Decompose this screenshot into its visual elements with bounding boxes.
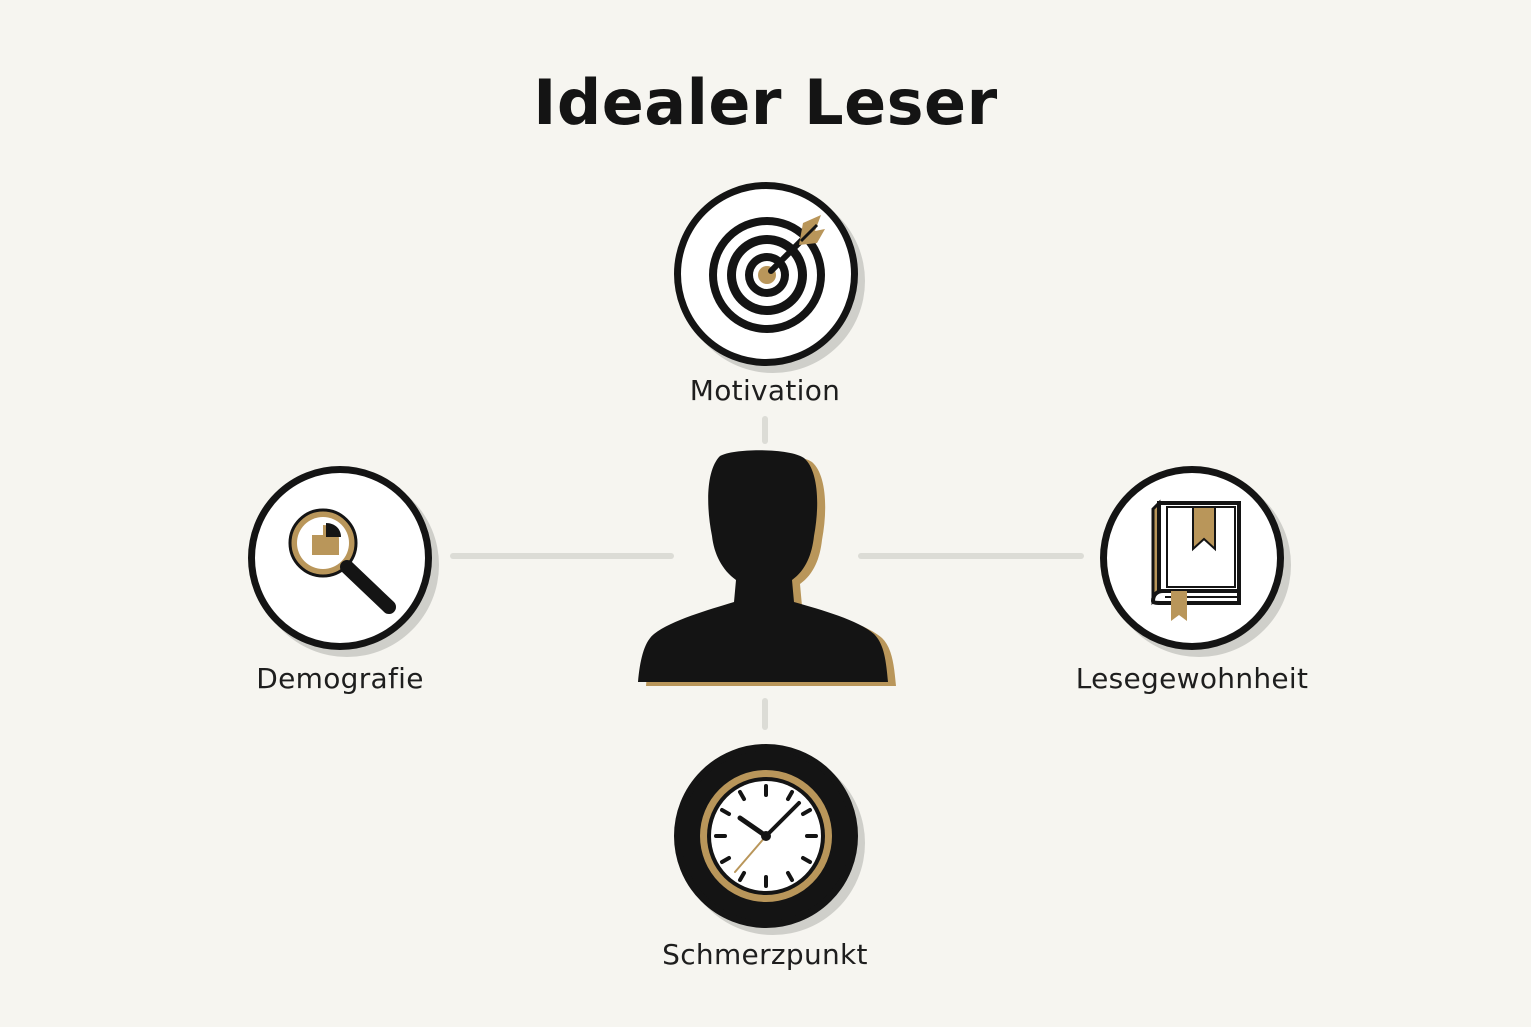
connector-bottom <box>762 698 768 730</box>
motivation-circle <box>674 182 858 366</box>
target-arrow-icon <box>709 215 825 333</box>
lesegewohnheit-label: Lesegewohnheit <box>1075 662 1309 695</box>
connector-right <box>858 553 1084 559</box>
motivation-label: Motivation <box>689 374 841 407</box>
book-bookmark-icon <box>1150 499 1241 621</box>
connector-top <box>762 416 768 444</box>
demografie-circle <box>248 466 432 650</box>
schmerzpunkt-circle <box>674 744 858 928</box>
demografie-label: Demografie <box>256 662 424 695</box>
magnifier-chart-icon <box>288 508 396 614</box>
schmerzpunkt-label: Schmerzpunkt <box>662 938 868 971</box>
lesegewohnheit-circle <box>1100 466 1284 650</box>
person-silhouette-icon <box>630 448 910 693</box>
connector-left <box>450 553 674 559</box>
diagram-title: Idealer Leser <box>533 66 998 139</box>
clock-icon <box>700 770 832 902</box>
